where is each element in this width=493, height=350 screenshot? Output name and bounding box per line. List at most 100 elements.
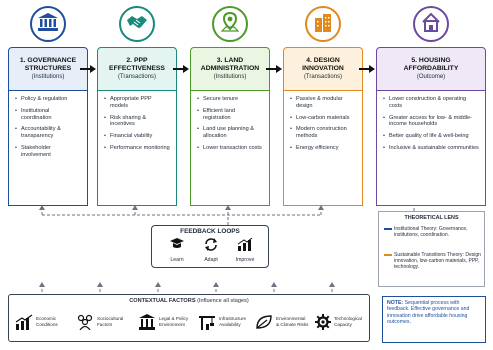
- context-legal-line1: Legal & Policy: [159, 316, 189, 322]
- context-environmental-line2: & Climate Risks: [276, 322, 309, 327]
- theoretical-lens-title: THEORETICAL LENS: [404, 215, 459, 221]
- stage-1-title-line2: STRUCTURES: [24, 65, 72, 72]
- arrow-4-5: [359, 65, 375, 73]
- people-icon: [77, 314, 93, 330]
- lens-row-institutional: Institutional Theory: Governance, instit…: [384, 226, 482, 238]
- stage-5-item: Greater access for low- & middle-income …: [383, 115, 479, 129]
- courthouse-icon: [139, 314, 155, 330]
- lens-legend-bar-blue: [384, 228, 392, 230]
- context-infrastructure-line2: Availability: [219, 322, 241, 327]
- stage-2-item: Risk sharing & incentives: [104, 115, 170, 129]
- note-text: Sequential process with feedback. Effect…: [387, 300, 470, 326]
- context-environmental-line1: Environmental: [276, 316, 306, 322]
- improve-icon: [237, 237, 253, 251]
- stage-3-item: Secure tenure: [197, 96, 263, 103]
- feedback-improve-label: Improve: [235, 257, 255, 263]
- stage-5-item: Inclusive & sustainable communities: [383, 145, 479, 152]
- stage-3-list: Secure tenureEfficient land registration…: [197, 96, 263, 152]
- leaf-icon: [256, 315, 272, 329]
- stage-1-body: Policy & regulationInstitutional coordin…: [8, 91, 88, 206]
- stage-5-icon-circle: [413, 6, 449, 42]
- feedback-adapt: Adapt: [196, 238, 226, 263]
- context-technological-line1: Technological: [334, 316, 362, 322]
- stage-4-subtitle: (Transactions): [303, 74, 343, 80]
- lens-row-sustainable: Sustainable Transitions Theory: Design i…: [384, 252, 482, 270]
- feedback-learn: Learn: [162, 238, 192, 263]
- stage-2-title-line1: 2. PPP: [126, 57, 148, 64]
- contextual-factors-heading: CONTEXTUAL FACTORS: [129, 298, 196, 304]
- stage-4-list: Passive & modular designLow-carbon mater…: [290, 96, 356, 152]
- context-economic-line2: Conditions: [36, 322, 58, 327]
- map-pin-icon: [220, 11, 240, 37]
- buildings-icon: [313, 12, 333, 37]
- stage-4-item: Passive & modular design: [290, 96, 356, 110]
- context-item-environmental: Environmental& Climate Risks: [255, 311, 308, 333]
- feedback-loops-title: FEEDBACK LOOPS: [180, 228, 240, 235]
- stage-1-item: Policy & regulation: [15, 96, 81, 103]
- stage-5-title-line2: AFFORDABILITY: [403, 65, 459, 72]
- crane-icon: [199, 316, 215, 330]
- lens-row-sustainable-text: Sustainable Transitions Theory: Design i…: [394, 252, 481, 270]
- context-legal-line2: Environment: [159, 322, 185, 327]
- context-economic-line1: Economic: [36, 316, 57, 322]
- stage-3-title-line1: 3. LAND: [216, 57, 244, 64]
- stage-4-body: Passive & modular designLow-carbon mater…: [283, 91, 363, 206]
- note-box: NOTE: Sequential process with feedback. …: [382, 296, 486, 343]
- contextual-factors-title: CONTEXTUAL FACTORS (Influence all stages…: [9, 298, 369, 304]
- stage-1-item: Accountability & transparency: [15, 126, 81, 140]
- gear-icon: [315, 314, 331, 330]
- stage-3-title-line2: ADMINISTRATION: [200, 65, 260, 72]
- stage-3-item: Lower transaction costs: [197, 145, 263, 152]
- contextual-factors-subheading: (Influence all stages): [197, 298, 249, 304]
- feedback-loops-box: FEEDBACK LOOPS Learn Adapt Improve: [151, 225, 269, 268]
- stage-1-icon-circle: [30, 6, 66, 42]
- arrow-2-3: [173, 65, 189, 73]
- stage-5-list: Lower construction & operating costsGrea…: [383, 96, 479, 152]
- stage-2-item: Appropriate PPP models: [104, 96, 170, 110]
- context-sociocultural-line2: Factors: [97, 322, 113, 327]
- context-sociocultural-line1: Sociocultural: [97, 316, 124, 322]
- lens-legend-bar-orange: [384, 254, 392, 256]
- bank-icon: [38, 12, 58, 36]
- stage-5-body: Lower construction & operating costsGrea…: [376, 91, 486, 206]
- stage-4-icon-circle: [305, 6, 341, 42]
- stage-3-item: Efficient land registration: [197, 108, 263, 122]
- stage-2-title-line2: EFFECTIVENESS: [109, 65, 165, 72]
- stage-1-item: Institutional coordination: [15, 108, 81, 122]
- stage-4-title-line2: INNOVATION: [302, 65, 344, 72]
- stage-5-title-line1: 5. HOUSING: [411, 57, 451, 64]
- contextual-factors-box: CONTEXTUAL FACTORS (Influence all stages…: [8, 294, 370, 342]
- house-icon: [421, 12, 441, 37]
- stage-4-item: Low-carbon materials: [290, 115, 356, 122]
- stage-3-item: Land use planning & allocation: [197, 126, 263, 140]
- stage-4-item: Modern construction methods: [290, 126, 356, 140]
- stage-2-item: Performance monitoring: [104, 145, 170, 152]
- stage-4-title-line1: 4. DESIGN: [306, 57, 340, 64]
- economic-chart-icon: [15, 314, 33, 330]
- stage-5-item: Better quality of life & well-being: [383, 133, 479, 140]
- stage-2-icon-circle: [119, 6, 155, 42]
- stage-4-item: Energy efficiency: [290, 145, 356, 152]
- feedback-adapt-label: Adapt: [204, 257, 218, 263]
- theoretical-lens-box: THEORETICAL LENS Institutional Theory: G…: [378, 211, 485, 287]
- stage-2-body: Appropriate PPP modelsRisk sharing & inc…: [97, 91, 177, 206]
- feedback-learn-label: Learn: [170, 257, 184, 263]
- feedback-improve: Improve: [230, 237, 260, 263]
- context-technological-line2: Capacity: [334, 322, 352, 327]
- stage-1-list: Policy & regulationInstitutional coordin…: [15, 96, 81, 159]
- stage-5-item: Lower construction & operating costs: [383, 96, 479, 110]
- stage-5-subtitle: (Outcome): [416, 74, 446, 80]
- stage-2-list: Appropriate PPP modelsRisk sharing & inc…: [104, 96, 170, 152]
- arrow-3-4: [266, 65, 282, 73]
- note-label: NOTE:: [387, 300, 404, 306]
- stage-1-subtitle: (Institutions): [31, 74, 65, 80]
